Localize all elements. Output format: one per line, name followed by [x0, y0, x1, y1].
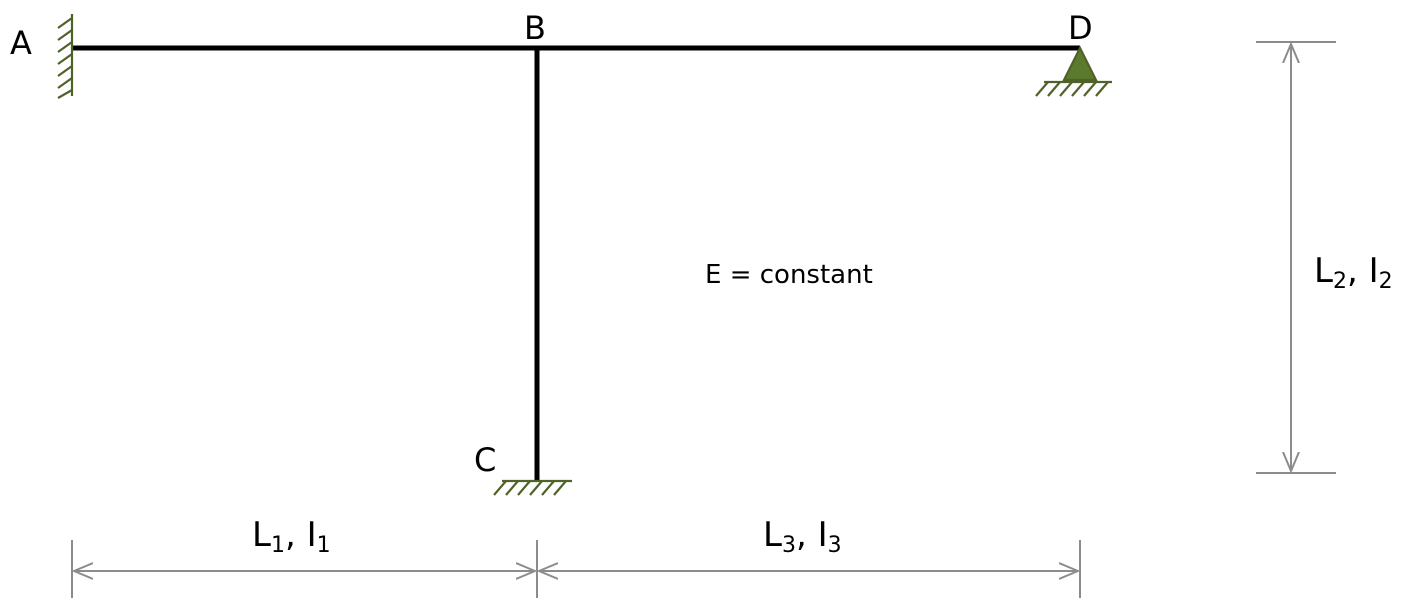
- node-label-c: C: [474, 441, 497, 479]
- node-label-b: B: [524, 9, 546, 47]
- dimension-vertical: [1256, 41, 1336, 474]
- pin-support-d-icon: [1035, 45, 1112, 97]
- material-note: E = constant: [705, 260, 873, 290]
- fixed-support-c-icon: [493, 479, 572, 496]
- fixed-support-a-icon: [57, 14, 74, 99]
- node-label-a: A: [10, 24, 32, 62]
- dimension-left: [71, 540, 538, 598]
- dimension-label-vertical: L2, I2: [1314, 251, 1393, 294]
- dimension-label-left: L1, I1: [252, 515, 331, 558]
- dimension-label-right: L3, I3: [763, 515, 842, 558]
- node-label-d: D: [1068, 9, 1093, 47]
- dimension-right: [539, 540, 1081, 598]
